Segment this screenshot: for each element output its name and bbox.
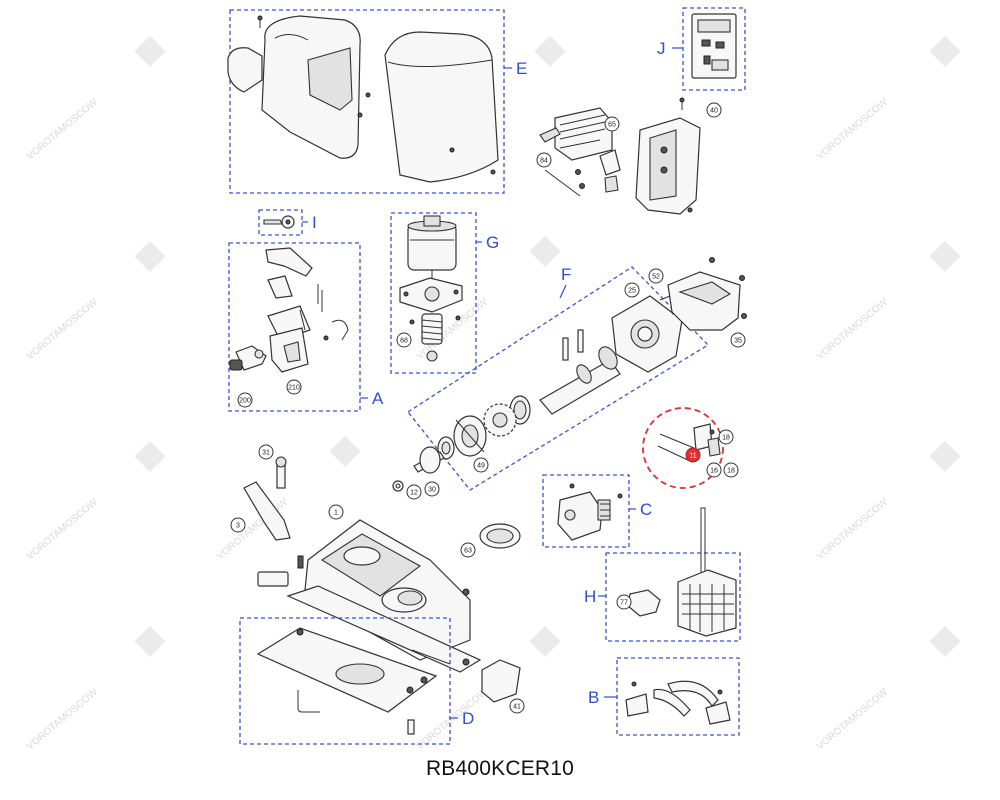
callout-65: 65: [604, 116, 620, 132]
svg-text:12: 12: [410, 490, 418, 497]
callout-210: 210: [286, 379, 302, 395]
callout-77: 77: [616, 594, 632, 610]
svg-text:31: 31: [262, 450, 270, 457]
callout-30: 30: [424, 481, 440, 497]
callout-18-bottom: 18: [723, 462, 739, 478]
group-h-transformer: H: [584, 507, 741, 642]
callout-18-top: 18: [718, 429, 734, 445]
callout-3: 3: [230, 517, 246, 533]
svg-text:65: 65: [608, 122, 616, 129]
group-f-gearbox: F: [392, 265, 710, 492]
svg-text:11: 11: [689, 453, 696, 460]
callout-84: 84: [536, 152, 552, 168]
watermark-text: VOROTAMOSCOW: [815, 686, 890, 752]
svg-text:18: 18: [727, 468, 735, 475]
svg-text:18: 18: [722, 435, 730, 442]
group-i-release-key: I: [258, 209, 317, 236]
release-lever: [243, 456, 291, 541]
group-g-motor: G: [390, 212, 499, 374]
svg-text:3: 3: [236, 523, 240, 530]
svg-text:35: 35: [734, 338, 742, 345]
callout-25: 25: [624, 282, 640, 298]
group-label-h: H: [584, 587, 596, 606]
watermark-text: VOROTAMOSCOW: [815, 496, 890, 562]
svg-text:84: 84: [540, 158, 548, 165]
watermark-text: VOROTAMOSCOW: [415, 686, 490, 752]
group-a-release-mechanism: A: [228, 242, 384, 412]
svg-text:1: 1: [334, 510, 338, 517]
group-label-b: B: [588, 688, 599, 707]
group-label-i: I: [312, 213, 317, 232]
group-b-rack-brackets: B: [588, 657, 740, 736]
watermark-text: VOROTAMOSCOW: [815, 96, 890, 162]
group-label-a: A: [372, 389, 384, 408]
svg-text:49: 49: [477, 463, 485, 470]
watermark-text: VOROTAMOSCOW: [25, 96, 100, 162]
group-label-j: J: [657, 39, 666, 58]
base-housing: [257, 505, 482, 673]
watermark-text: VOROTAMOSCOW: [25, 296, 100, 362]
watermark-text: VOROTAMOSCOW: [25, 496, 100, 562]
group-label-g: G: [486, 233, 499, 252]
group-e-covers: E: [227, 9, 527, 194]
group-c-encoder: C: [542, 474, 652, 548]
svg-text:52: 52: [652, 274, 660, 281]
svg-text:40: 40: [710, 108, 718, 115]
svg-text:63: 63: [464, 548, 472, 555]
group-d-foundation-plate: D: [239, 617, 474, 745]
motor-bracket: [667, 257, 747, 331]
callout-16: 16: [706, 462, 722, 478]
model-code-title: RB400KCER10: [425, 757, 575, 780]
svg-text:25: 25: [628, 288, 636, 295]
group-label-d: D: [462, 709, 474, 728]
callout-12: 12: [406, 484, 422, 500]
callout-200: 200: [237, 392, 253, 408]
control-box-assembly: [539, 97, 701, 215]
svg-text:77: 77: [620, 600, 628, 607]
svg-text:30: 30: [428, 487, 436, 494]
group-label-c: C: [640, 500, 652, 519]
group-label-e: E: [516, 59, 527, 78]
svg-text:16: 16: [710, 468, 718, 475]
svg-text:200: 200: [239, 398, 251, 405]
limit-cover: [481, 659, 521, 703]
group-j-control-board: J: [657, 7, 746, 91]
callout-52: 52: [648, 268, 664, 284]
callout-68: 68: [396, 332, 412, 348]
watermark-text: VOROTAMOSCOW: [815, 296, 890, 362]
callout-49: 49: [473, 457, 489, 473]
callout-35: 35: [730, 332, 746, 348]
svg-text:41: 41: [513, 704, 521, 711]
callout-1: 1: [328, 504, 344, 520]
callout-31: 31: [258, 444, 274, 460]
callout-11: 11: [685, 447, 701, 463]
watermark-text: VOROTAMOSCOW: [25, 686, 100, 752]
callout-40: 40: [706, 102, 722, 118]
limit-switch-highlight: [642, 407, 724, 489]
seal-ring: [479, 523, 521, 549]
part-callouts: 65 84 40 52 25 35 68 200 210 49 12 30 31…: [230, 102, 746, 714]
group-label-f: F: [561, 265, 571, 284]
svg-text:68: 68: [400, 338, 408, 345]
callout-63: 63: [460, 542, 476, 558]
svg-text:210: 210: [288, 385, 300, 392]
callout-41: 41: [509, 698, 525, 714]
